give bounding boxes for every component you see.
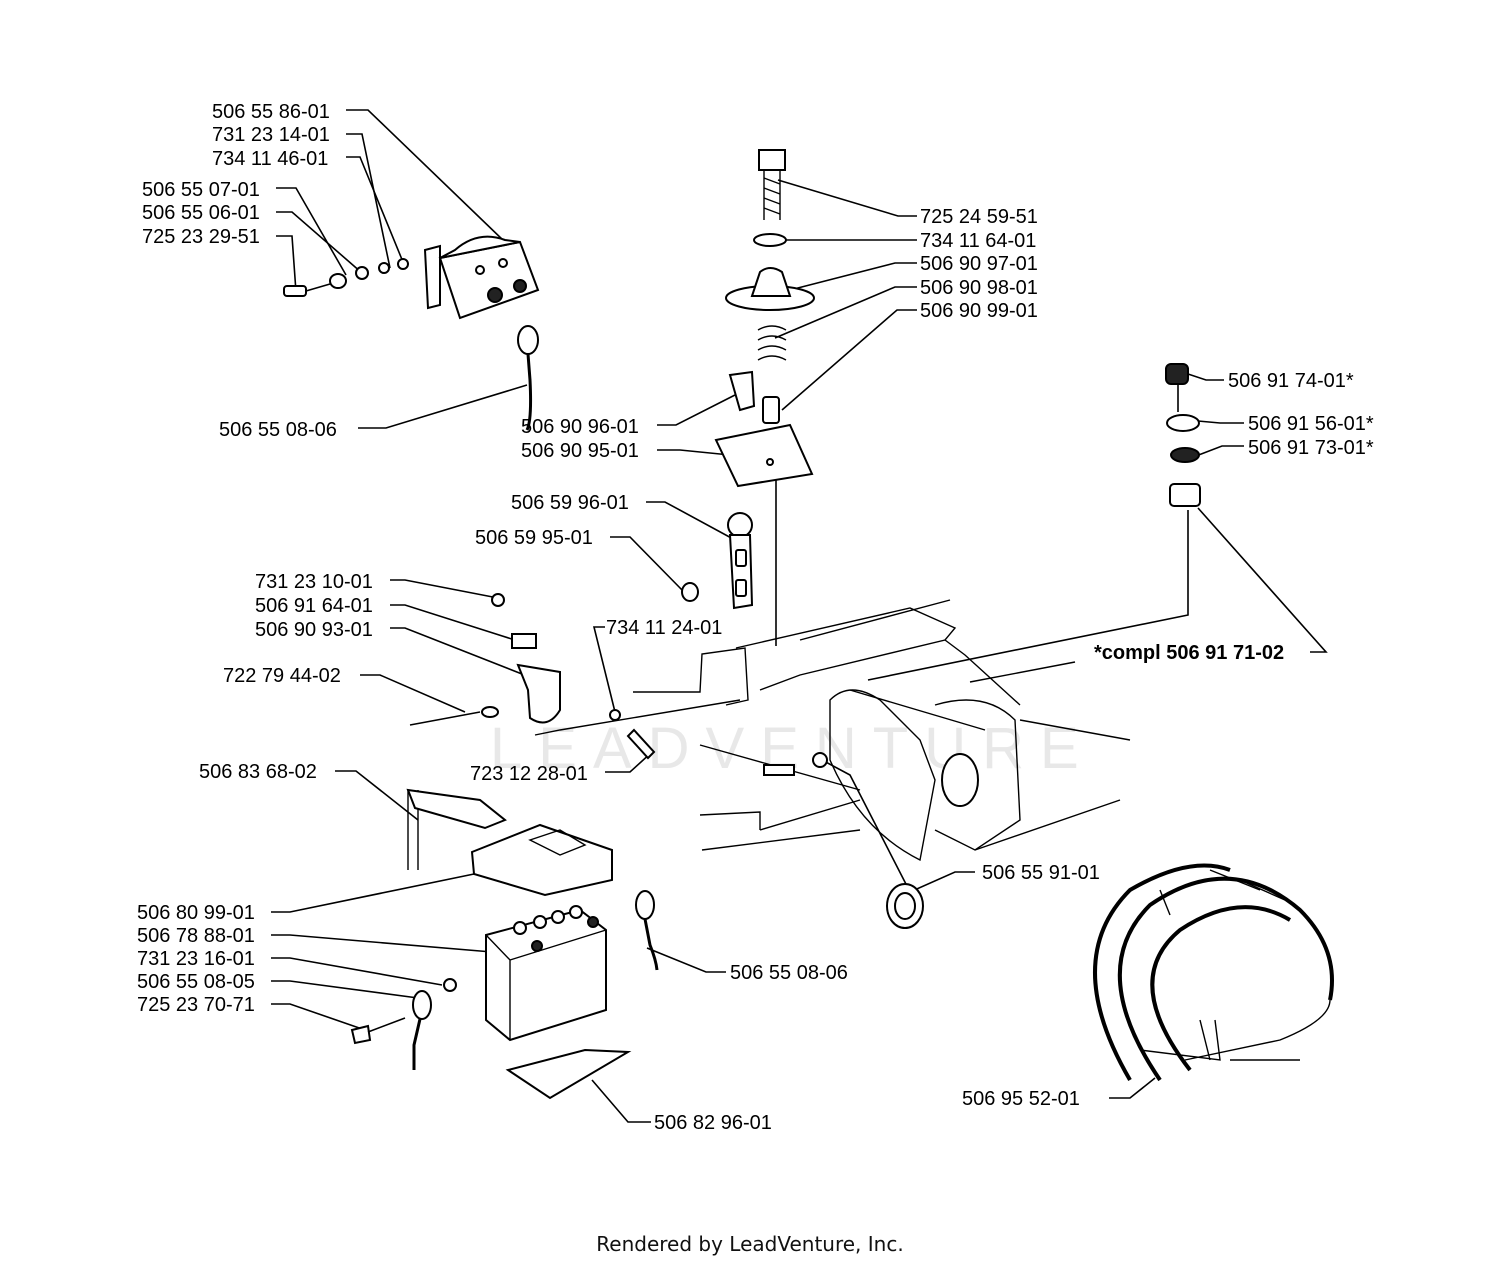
label-31: 506 55 08-05 <box>137 971 255 993</box>
label-10: 506 90 98-01 <box>920 277 1038 299</box>
part-labels: 506 55 86-01 731 23 14-01 734 11 46-01 5… <box>137 101 1374 1134</box>
interlock-switch-parts <box>409 593 741 760</box>
wiring-harness <box>1093 863 1334 1082</box>
label-34: 506 82 96-01 <box>654 1112 772 1134</box>
label-6: 506 55 08-06 <box>219 419 337 441</box>
label-27: 506 55 91-01 <box>982 862 1100 884</box>
label-4: 506 55 06-01 <box>142 202 260 224</box>
label-28: 506 80 99-01 <box>137 902 255 924</box>
label-32: 725 23 70-71 <box>137 994 255 1016</box>
label-17: 731 23 10-01 <box>255 571 373 593</box>
label-2: 734 11 46-01 <box>212 148 328 170</box>
label-7: 725 24 59-51 <box>920 206 1038 228</box>
leader-lines <box>271 109 1328 1123</box>
label-15: 506 59 95-01 <box>475 527 593 549</box>
label-19: 506 90 93-01 <box>255 619 373 641</box>
label-30: 731 23 16-01 <box>137 948 255 970</box>
label-22: 506 91 74-01* <box>1228 370 1354 392</box>
label-13: 506 90 95-01 <box>521 440 639 462</box>
battery-assembly <box>350 788 659 1100</box>
label-14: 506 59 96-01 <box>511 492 629 514</box>
label-1: 731 23 14-01 <box>212 124 330 146</box>
label-16: 734 11 24-01 <box>606 617 722 639</box>
label-35: 506 95 52-01 <box>962 1088 1080 1110</box>
solenoid-assembly <box>283 235 540 431</box>
label-24: 506 91 73-01* <box>1248 437 1374 459</box>
label-12: 506 90 96-01 <box>521 416 639 438</box>
label-3: 506 55 07-01 <box>142 179 260 201</box>
label-5: 725 23 29-51 <box>142 226 260 248</box>
label-33: 506 55 08-06 <box>730 962 848 984</box>
center-column-assembly <box>681 149 815 610</box>
label-18: 506 91 64-01 <box>255 595 373 617</box>
grommet <box>886 883 924 929</box>
label-29: 506 78 88-01 <box>137 925 255 947</box>
label-26: 506 83 68-02 <box>199 761 317 783</box>
label-21: 723 12 28-01 <box>470 763 588 785</box>
key-switch-assembly <box>1165 363 1201 507</box>
label-11: 506 90 99-01 <box>920 300 1038 322</box>
label-0: 506 55 86-01 <box>212 101 330 123</box>
label-9: 506 90 97-01 <box>920 253 1038 275</box>
label-25: *compl 506 91 71-02 <box>1094 642 1284 664</box>
footer-credit: Rendered by LeadVenture, Inc. <box>596 1232 903 1256</box>
frame-outline <box>633 599 1131 862</box>
label-23: 506 91 56-01* <box>1248 413 1374 435</box>
label-20: 722 79 44-02 <box>223 665 341 687</box>
label-8: 734 11 64-01 <box>920 230 1036 252</box>
